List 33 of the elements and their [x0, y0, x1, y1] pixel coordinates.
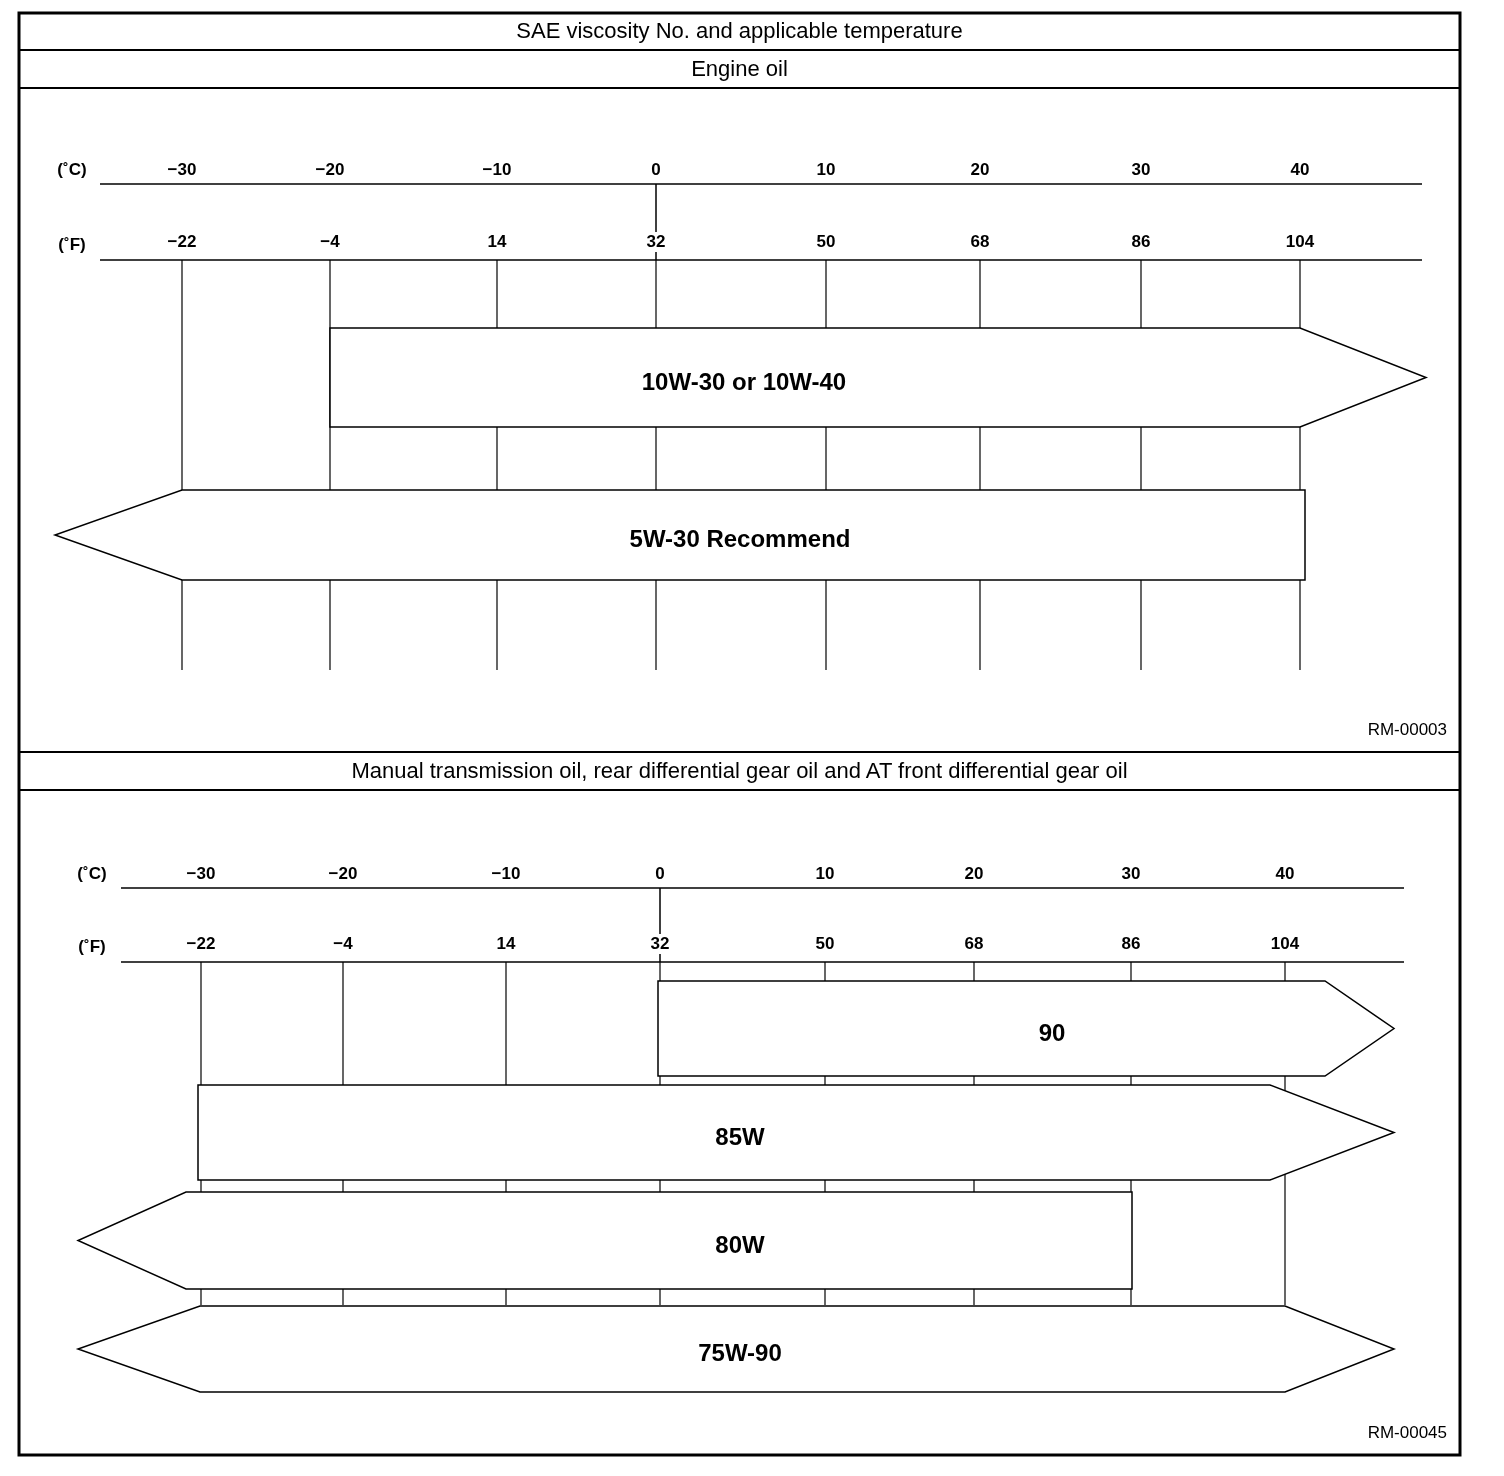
- scale-value: −20: [315, 160, 345, 180]
- unit-label: (˚C): [77, 864, 107, 884]
- unit-label: (˚C): [57, 160, 87, 180]
- unit-label: (˚F): [58, 235, 86, 255]
- scale-value: 10: [816, 160, 836, 180]
- scale-value: 40: [1290, 160, 1310, 180]
- scale-value: 10: [815, 864, 835, 884]
- section-heading: Manual transmission oil, rear differential gear oil and AT front differential gear oil: [351, 758, 1128, 784]
- scale-value: 0: [655, 864, 665, 884]
- scale-value: −10: [482, 160, 512, 180]
- scale-value: 20: [964, 864, 984, 884]
- figure-code: RM-00045: [1367, 1423, 1447, 1443]
- viscosity-grade: 90: [1038, 1018, 1066, 1047]
- unit-label: (˚F): [78, 937, 106, 957]
- viscosity-grade: 85W: [715, 1122, 765, 1151]
- scale-value: 30: [1121, 864, 1141, 884]
- viscosity-grade: 10W-30 or 10W-40: [641, 367, 847, 396]
- scale-value: −10: [491, 864, 521, 884]
- unit-label: 32: [648, 934, 672, 954]
- viscosity-grade: 80W: [715, 1230, 765, 1259]
- scale-value: 20: [970, 160, 990, 180]
- title: SAE viscosity No. and applicable temperature: [516, 18, 963, 44]
- scale-value: −30: [167, 160, 197, 180]
- unit-label: 32: [644, 232, 668, 252]
- scale-value: −30: [186, 864, 216, 884]
- figure-code: RM-00003: [1367, 720, 1447, 740]
- scale-value: 30: [1131, 160, 1151, 180]
- scale-value: 0: [651, 160, 661, 180]
- section-heading: Engine oil: [691, 56, 788, 82]
- scale-value: 40: [1275, 864, 1295, 884]
- scale-value: −20: [328, 864, 358, 884]
- viscosity-grade: 5W-30 Recommend: [629, 525, 851, 553]
- viscosity-grade: 75W-90: [698, 1339, 782, 1367]
